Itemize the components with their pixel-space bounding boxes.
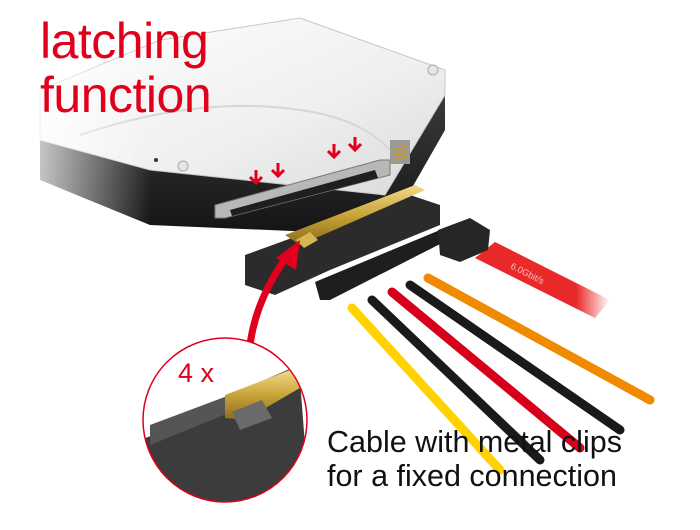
detail-zoom-circle <box>142 337 308 503</box>
hard-drive <box>0 17 446 240</box>
caption: Cable with metal clips for a fixed conne… <box>327 425 622 493</box>
caption-line-2: for a fixed connection <box>327 459 617 493</box>
sata-data-cable: 6.0Gbit/s <box>475 242 610 318</box>
caption-line-1: Cable with metal clips <box>327 425 622 459</box>
headline-line-2: function <box>40 67 212 123</box>
latch-arrow-icons <box>248 137 363 186</box>
power-cable-wires <box>347 273 655 475</box>
quantity-label: 4 x <box>178 358 215 388</box>
headline: latching function <box>40 13 212 123</box>
sata-power-connector <box>245 185 490 300</box>
headline-line-1: latching <box>40 13 209 69</box>
